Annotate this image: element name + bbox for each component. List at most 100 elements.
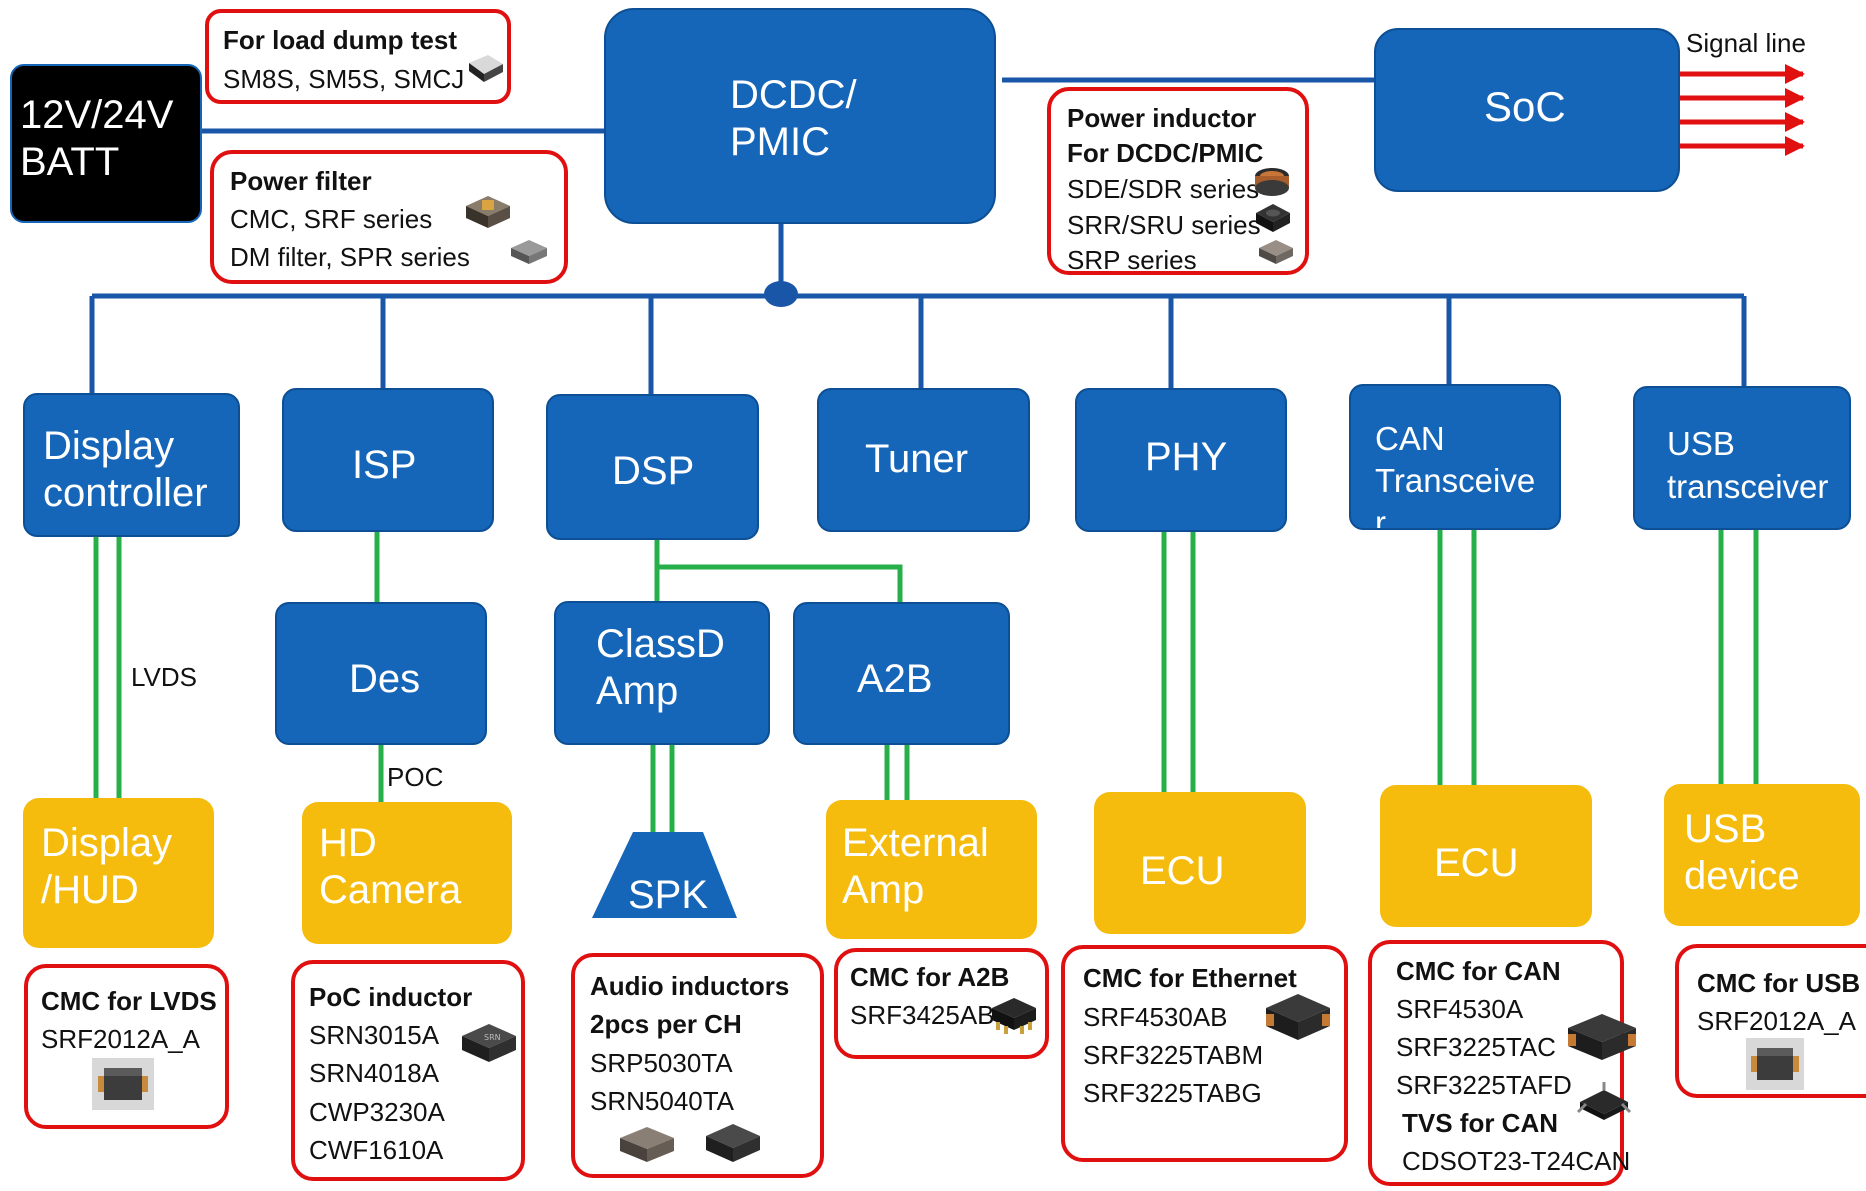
power-inductor-title-2: For DCDC/PMIC	[1067, 138, 1264, 168]
phy-block: PHY	[1075, 388, 1287, 532]
dm-filter-chip-icon	[511, 240, 547, 264]
poc-inductor-title: PoC inductor	[309, 982, 473, 1012]
cmc-can-title: CMC for CAN	[1396, 956, 1561, 986]
cmc-lvds-chip-icon	[92, 1058, 154, 1110]
cmc-a2b-chip-icon	[992, 998, 1036, 1034]
poc-inductor-chip-icon: SRN	[462, 1024, 516, 1062]
cmc-can-callout: CMC for CAN SRF4530A SRF3225TAC SRF3225T…	[1368, 940, 1630, 1186]
bus-junction-node	[764, 281, 798, 307]
ecu-can-label: ECU	[1434, 841, 1519, 885]
srn-inductor-chip-icon	[706, 1124, 760, 1162]
cmc-ethernet-line-1: SRF4530AB	[1083, 1002, 1228, 1032]
display-controller-block: Display controller	[23, 393, 240, 537]
tvs-can-title: TVS for CAN	[1402, 1108, 1558, 1138]
external-amp-label: External Amp	[842, 821, 989, 913]
cmc-lvds-line: SRF2012A_A	[41, 1024, 200, 1054]
can-transceiver-block: CAN Transceive r	[1349, 384, 1561, 530]
power-bus	[89, 77, 1747, 394]
display-hud-block: Display /HUD	[23, 798, 214, 948]
svg-text:SRN: SRN	[484, 1033, 501, 1042]
a2b-label: A2B	[857, 657, 933, 701]
load-dump-title: For load dump test	[223, 25, 457, 55]
tvs-can-chip-icon	[1576, 1082, 1632, 1120]
poc-label: POC	[387, 762, 444, 792]
spk-label: SPK	[628, 873, 709, 917]
display-controller-label: Display controller	[43, 424, 208, 516]
audio-inductors-callout: Audio inductors 2pcs per CH SRP5030TA SR…	[571, 953, 824, 1178]
tvs-diode-chip-icon	[469, 55, 503, 82]
soc-signal-arrows	[1680, 64, 1805, 156]
des-block: Des	[275, 602, 487, 745]
classd-amp-label: ClassD Amp	[596, 622, 725, 714]
signal-line-label: Signal line	[1686, 28, 1806, 58]
usb-transceiver-label: USB transceiver	[1667, 425, 1829, 505]
power-inductor-line-2: SRR/SRU series	[1067, 210, 1261, 240]
tvs-can-line: CDSOT23-T24CAN	[1402, 1146, 1631, 1176]
dcdc-pmic-label: DCDC/ PMIC	[730, 73, 857, 165]
dcdc-pmic-block: DCDC/ PMIC	[604, 8, 996, 224]
cmc-ethernet-chip-icon	[1266, 994, 1330, 1040]
audio-inductors-title-2: 2pcs per CH	[590, 1009, 742, 1039]
audio-inductors-line-1: SRP5030TA	[590, 1048, 733, 1078]
power-inductor-callout: Power inductor For DCDC/PMIC SDE/SDR ser…	[1047, 87, 1309, 275]
cmc-ethernet-line-2: SRF3225TABM	[1083, 1040, 1264, 1070]
power-inductor-line-1: SDE/SDR series	[1067, 174, 1260, 204]
poc-inductor-line-3: CWP3230A	[309, 1097, 445, 1127]
power-filter-title: Power filter	[230, 166, 372, 196]
cmc-a2b-line: SRF3425AB	[850, 1000, 995, 1030]
display-hud-label: Display /HUD	[41, 821, 173, 913]
power-inductor-line-3: SRP series	[1067, 245, 1197, 275]
cmc-can-line-2: SRF3225TAC	[1396, 1032, 1556, 1062]
cmc-ethernet-callout: CMC for Ethernet SRF4530AB SRF3225TABM S…	[1061, 945, 1348, 1162]
poc-inductor-line-4: CWF1610A	[309, 1135, 444, 1165]
cmc-can-line-3: SRF3225TAFD	[1396, 1070, 1572, 1100]
poc-inductor-line-2: SRN4018A	[309, 1058, 440, 1088]
power-filter-line-1: CMC, SRF series	[230, 204, 433, 234]
cmc-usb-chip-icon	[1746, 1038, 1804, 1090]
audio-inductors-line-2: SRN5040TA	[590, 1086, 735, 1116]
isp-block: ISP	[282, 388, 494, 532]
cmc-lvds-title: CMC for LVDS	[41, 986, 217, 1016]
speaker-shape	[592, 832, 737, 918]
ecu-ethernet-label: ECU	[1140, 849, 1225, 893]
load-dump-line: SM8S, SM5S, SMCJ	[223, 64, 465, 94]
ecu-ethernet-block: ECU	[1094, 792, 1306, 934]
usb-transceiver-block: USB transceiver	[1633, 386, 1851, 530]
a2b-block: A2B	[793, 602, 1010, 745]
ecu-can-block: ECU	[1380, 785, 1592, 927]
battery-block: 12V/24V BATT	[10, 64, 202, 223]
poc-inductor-line-1: SRN3015A	[309, 1020, 440, 1050]
phy-label: PHY	[1145, 435, 1228, 479]
cmc-inductor-chip-icon	[466, 196, 510, 228]
hd-camera-block: HD Camera	[302, 802, 512, 944]
green-signal-lines	[93, 527, 1759, 834]
external-amp-block: External Amp	[826, 800, 1037, 939]
drum-inductor-icon	[1255, 168, 1289, 196]
dsp-label: DSP	[612, 449, 695, 493]
power-inductor-title: Power inductor	[1067, 103, 1257, 133]
cmc-usb-line: SRF2012A_A	[1697, 1006, 1856, 1036]
srp-inductor-chip-icon	[620, 1127, 674, 1162]
soc-label: SoC	[1484, 83, 1566, 130]
battery-label: 12V/24V BATT	[20, 93, 174, 185]
power-filter-callout: Power filter CMC, SRF series DM filter, …	[210, 150, 568, 284]
poc-inductor-callout: PoC inductor SRN3015A SRN4018A CWP3230A …	[291, 960, 525, 1181]
cmc-ethernet-title: CMC for Ethernet	[1083, 963, 1297, 993]
molded-inductor-icon	[1259, 240, 1293, 264]
des-label: Des	[349, 657, 421, 701]
dsp-block: DSP	[546, 394, 759, 540]
tuner-label: Tuner	[865, 437, 969, 481]
cmc-ethernet-line-3: SRF3225TABG	[1083, 1078, 1262, 1108]
cmc-can-chip-icon	[1568, 1014, 1636, 1060]
isp-label: ISP	[352, 443, 417, 487]
classd-amp-block: ClassD Amp	[554, 601, 770, 745]
cmc-usb-title: CMC for USB	[1697, 968, 1861, 998]
power-filter-line-2: DM filter, SPR series	[230, 242, 470, 272]
soc-block: SoC	[1374, 28, 1680, 192]
load-dump-callout: For load dump test SM8S, SM5S, SMCJ	[205, 9, 511, 104]
audio-inductors-title: Audio inductors	[590, 971, 790, 1001]
usb-device-label: USB device	[1684, 807, 1800, 899]
cmc-a2b-title: CMC for A2B	[850, 962, 1010, 992]
tuner-block: Tuner	[817, 388, 1030, 532]
